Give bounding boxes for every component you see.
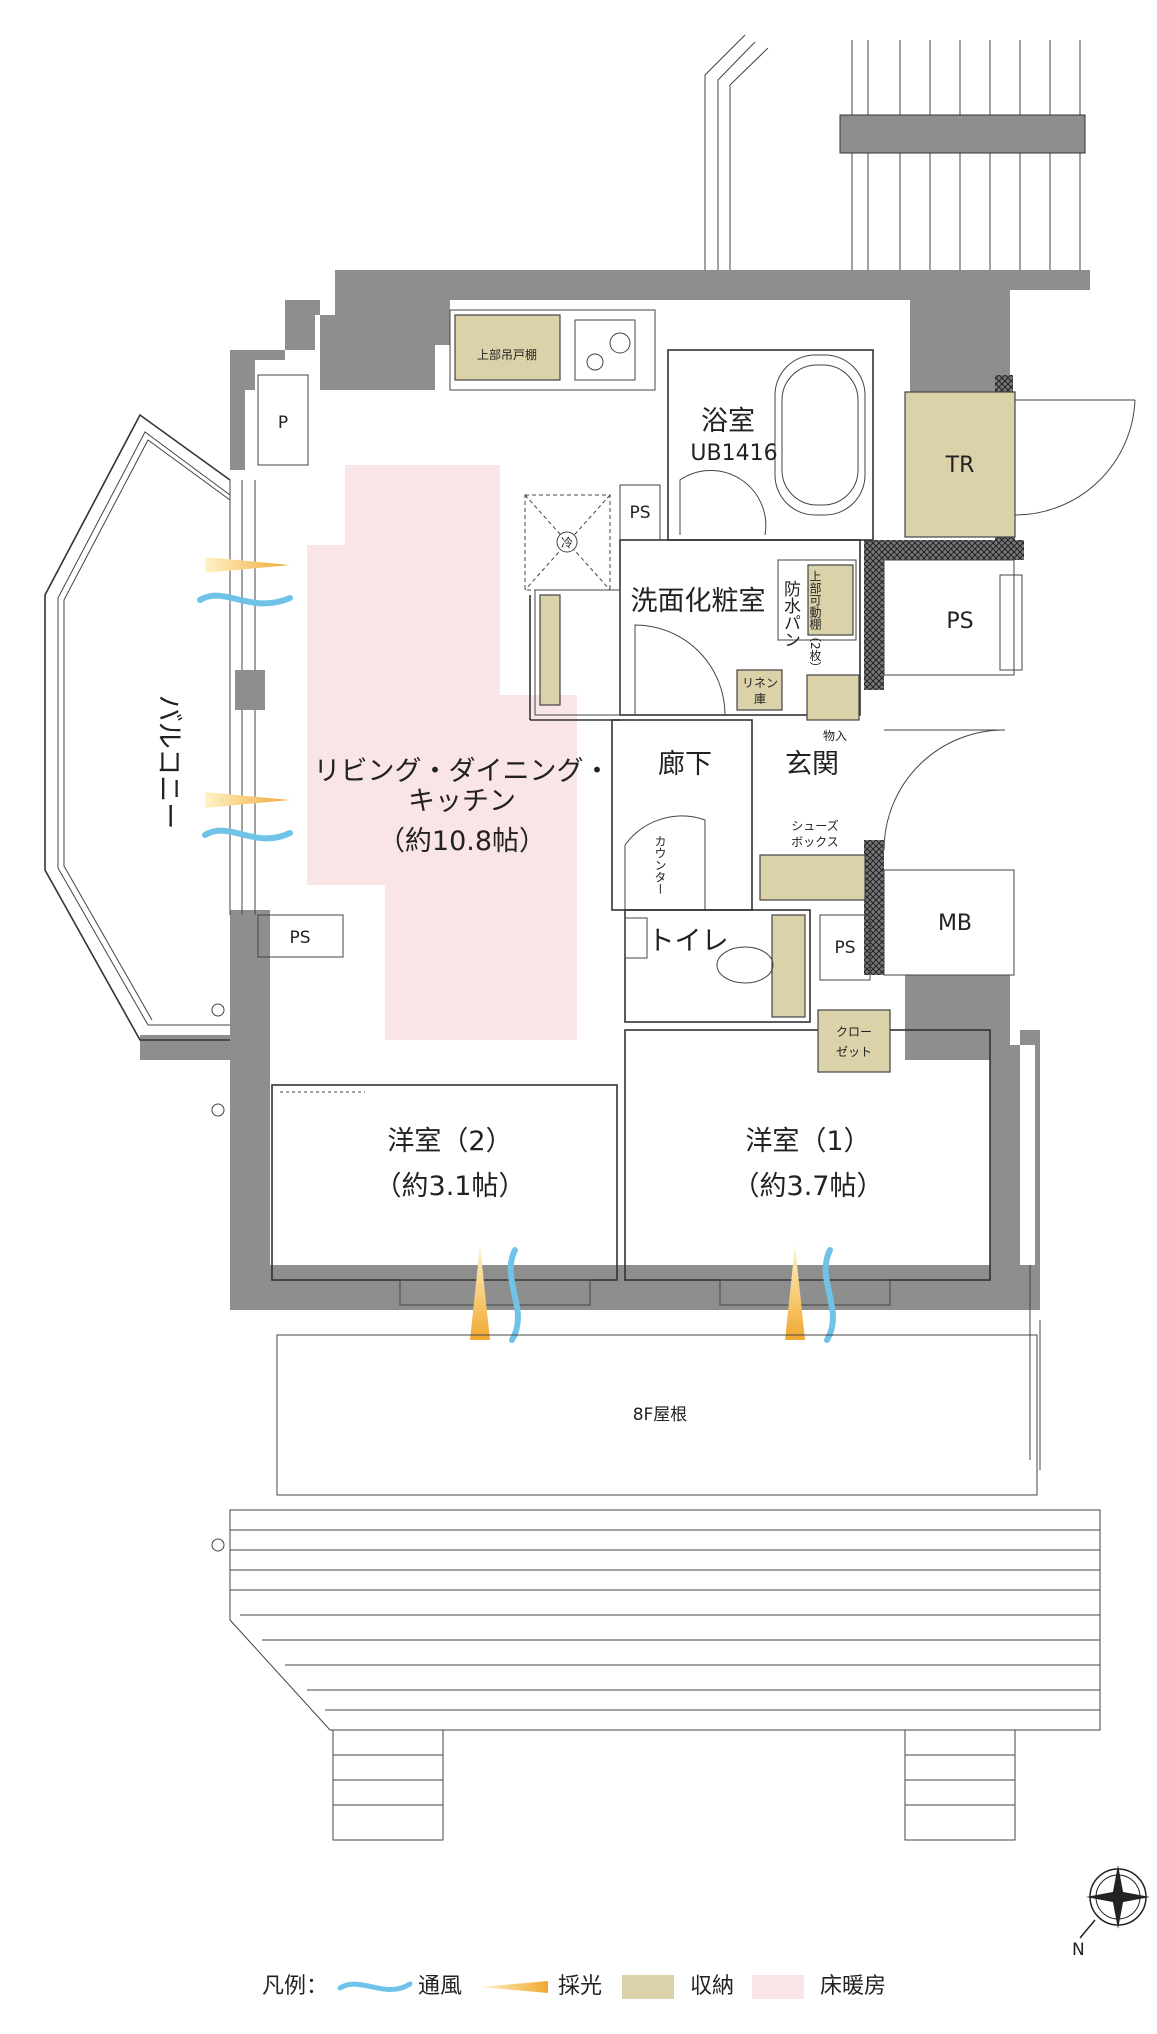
- ldk-size: （約10.8帖）: [378, 826, 546, 857]
- waterproof-pan: [777, 559, 857, 641]
- western-room-1: 洋室（1） （約3.7帖） クロー ゼット: [624, 1009, 991, 1306]
- stove: [574, 319, 636, 381]
- legend-lighting-icon: [480, 1981, 548, 1993]
- entrance-hall: 廊下 玄関 物入 シューズ ボックス カウンター: [611, 674, 866, 911]
- closet-line2: ゼット: [836, 1045, 872, 1059]
- bath-label: 浴室: [701, 406, 755, 437]
- washroom: 洗面化粧室 防水パン 上部可動棚（2枚） リネン 庫: [534, 539, 861, 716]
- floor-heating-area: [307, 465, 577, 1040]
- legend-ventilation: 通風: [418, 1974, 462, 1999]
- storage-label: 物入: [823, 729, 847, 743]
- toilet-bowl: [716, 946, 774, 984]
- toilet-shelf: [771, 914, 806, 1018]
- legend-storage: 収納: [690, 1974, 734, 1999]
- closet: [817, 1009, 891, 1073]
- legend-floor-heating: 床暖房: [820, 1974, 886, 1999]
- ldk-label-line1: リビング・ダイニング・: [314, 756, 611, 787]
- legend: 凡例： 通風 採光 収納 床暖房: [262, 1974, 886, 1999]
- trunk-room: [904, 391, 1016, 538]
- counter-label: カウンター: [653, 835, 667, 895]
- room1-size: （約3.7帖）: [733, 1171, 884, 1202]
- roof-8f: 8F屋根: [229, 1265, 1101, 1841]
- ldk-label-line2: キッチン: [408, 786, 516, 817]
- ventilation-markers: [197, 592, 836, 1343]
- washroom-label: 洗面化粧室: [631, 586, 766, 617]
- shoes-box: [759, 854, 866, 901]
- fridge-space: [524, 494, 611, 591]
- meter-box: [883, 869, 1015, 976]
- balcony: バルコニー: [44, 413, 265, 1552]
- hallway-label: 廊下: [658, 749, 712, 780]
- vanity: [534, 589, 621, 716]
- pipe-space-p: [257, 374, 309, 466]
- right-utility: TR PS MB: [883, 391, 1136, 976]
- waterproof-pan-label: 防水パン: [780, 580, 801, 648]
- ps-right-label: PS: [946, 609, 973, 634]
- bathroom: 浴室 UB1416: [667, 349, 874, 541]
- linen-line2: 庫: [754, 692, 766, 706]
- room2-size: （約3.1帖）: [375, 1171, 526, 1202]
- upper-cabinet: [454, 314, 561, 381]
- closet-line1: クロー: [836, 1025, 872, 1039]
- legend-lighting: 採光: [558, 1974, 602, 1999]
- bathtub: [774, 354, 866, 516]
- bath-unit: UB1416: [690, 441, 777, 466]
- linen-closet: [736, 669, 783, 711]
- tr-label: TR: [945, 453, 975, 478]
- legend-storage-swatch: [622, 1975, 674, 1999]
- entrance-label: 玄関: [785, 749, 839, 780]
- shoes-line1: シューズ: [791, 818, 838, 833]
- upper-cabinet-label: 上部吊戸棚: [477, 347, 537, 362]
- stairs-top: [704, 34, 1086, 270]
- legend-title: 凡例：: [262, 1974, 328, 1999]
- ldk-room: リビング・ダイニング・ キッチン （約10.8帖） 上部吊戸棚 P PS 冷 P…: [257, 309, 661, 1040]
- storage-small: [806, 674, 860, 721]
- compass-north-label: N: [1072, 1940, 1085, 1960]
- shoes-line2: ボックス: [791, 835, 839, 849]
- legend-ventilation-icon: [337, 1981, 413, 1992]
- room1-label: 洋室（1）: [745, 1126, 870, 1157]
- ps-toilet-label: PS: [834, 938, 855, 958]
- ps-toilet: [819, 914, 871, 981]
- mb-label: MB: [938, 911, 972, 936]
- legend-floor-heating-swatch: [752, 1975, 804, 1999]
- ps-ldk-label: PS: [289, 928, 310, 948]
- room2-label: 洋室（2）: [387, 1126, 512, 1157]
- western-room-2: 洋室（2） （約3.1帖）: [271, 1084, 618, 1306]
- linen-line1: リネン: [742, 676, 778, 690]
- fridge-label: 冷: [561, 536, 573, 550]
- p-label: P: [278, 413, 288, 433]
- movable-shelf-label: 上部可動棚（2枚）: [808, 570, 822, 674]
- roof-label: 8F屋根: [633, 1405, 688, 1425]
- ps-ldk: [257, 914, 344, 958]
- toilet-label: トイレ: [648, 926, 729, 957]
- lighting-markers: [205, 557, 805, 1340]
- outer-walls: [140, 270, 1090, 1310]
- balcony-label: バルコニー: [153, 695, 184, 829]
- toilet-room: トイレ PS: [624, 909, 871, 1023]
- compass-icon: N: [1072, 1865, 1150, 1960]
- ps-kitchen-label: PS: [629, 503, 650, 523]
- ps-right: [883, 559, 1015, 676]
- movable-shelf: [807, 564, 854, 636]
